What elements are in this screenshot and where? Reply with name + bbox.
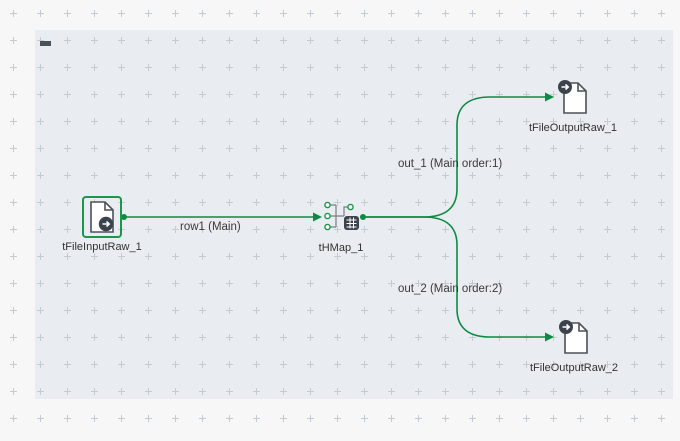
component-label: tFileOutputRaw_2	[529, 362, 619, 374]
connection-label-row1[interactable]: row1 (Main)	[180, 221, 241, 233]
component-label: tFileInputRaw_1	[62, 241, 142, 253]
port-dot-icon	[121, 214, 127, 220]
arrowhead-icon	[545, 92, 554, 102]
component-label: tHMap_1	[318, 242, 364, 254]
selection-border	[82, 196, 122, 238]
icon-frame	[317, 195, 365, 239]
file-output-icon	[559, 320, 588, 354]
component-tHMap-1[interactable]: tHMap_1	[281, 195, 401, 254]
component-tFileOutputRaw-1[interactable]: tFileOutputRaw_1	[513, 75, 633, 134]
component-tFileOutputRaw-2[interactable]: tFileOutputRaw_2	[514, 315, 634, 374]
connection-label-out2[interactable]: out_2 (Main order:2)	[398, 283, 503, 295]
port-dot-icon	[360, 214, 366, 220]
connection-label-out1[interactable]: out_1 (Main order:1)	[398, 158, 503, 170]
connection-out2[interactable]	[360, 214, 554, 342]
hmap-icon	[324, 201, 359, 231]
file-input-icon	[90, 201, 114, 233]
file-output-icon	[558, 80, 587, 114]
icon-frame	[552, 75, 594, 119]
icon-frame	[553, 315, 595, 359]
connection-out1[interactable]	[363, 92, 554, 218]
component-label: tFileOutputRaw_1	[528, 122, 618, 134]
canvas-origin-marker	[40, 41, 51, 46]
arrowhead-icon	[545, 332, 554, 342]
arrowhead-icon	[313, 212, 322, 222]
component-tFileInputRaw-1[interactable]: tFileInputRaw_1	[42, 196, 162, 253]
connection-row1[interactable]	[121, 212, 322, 222]
